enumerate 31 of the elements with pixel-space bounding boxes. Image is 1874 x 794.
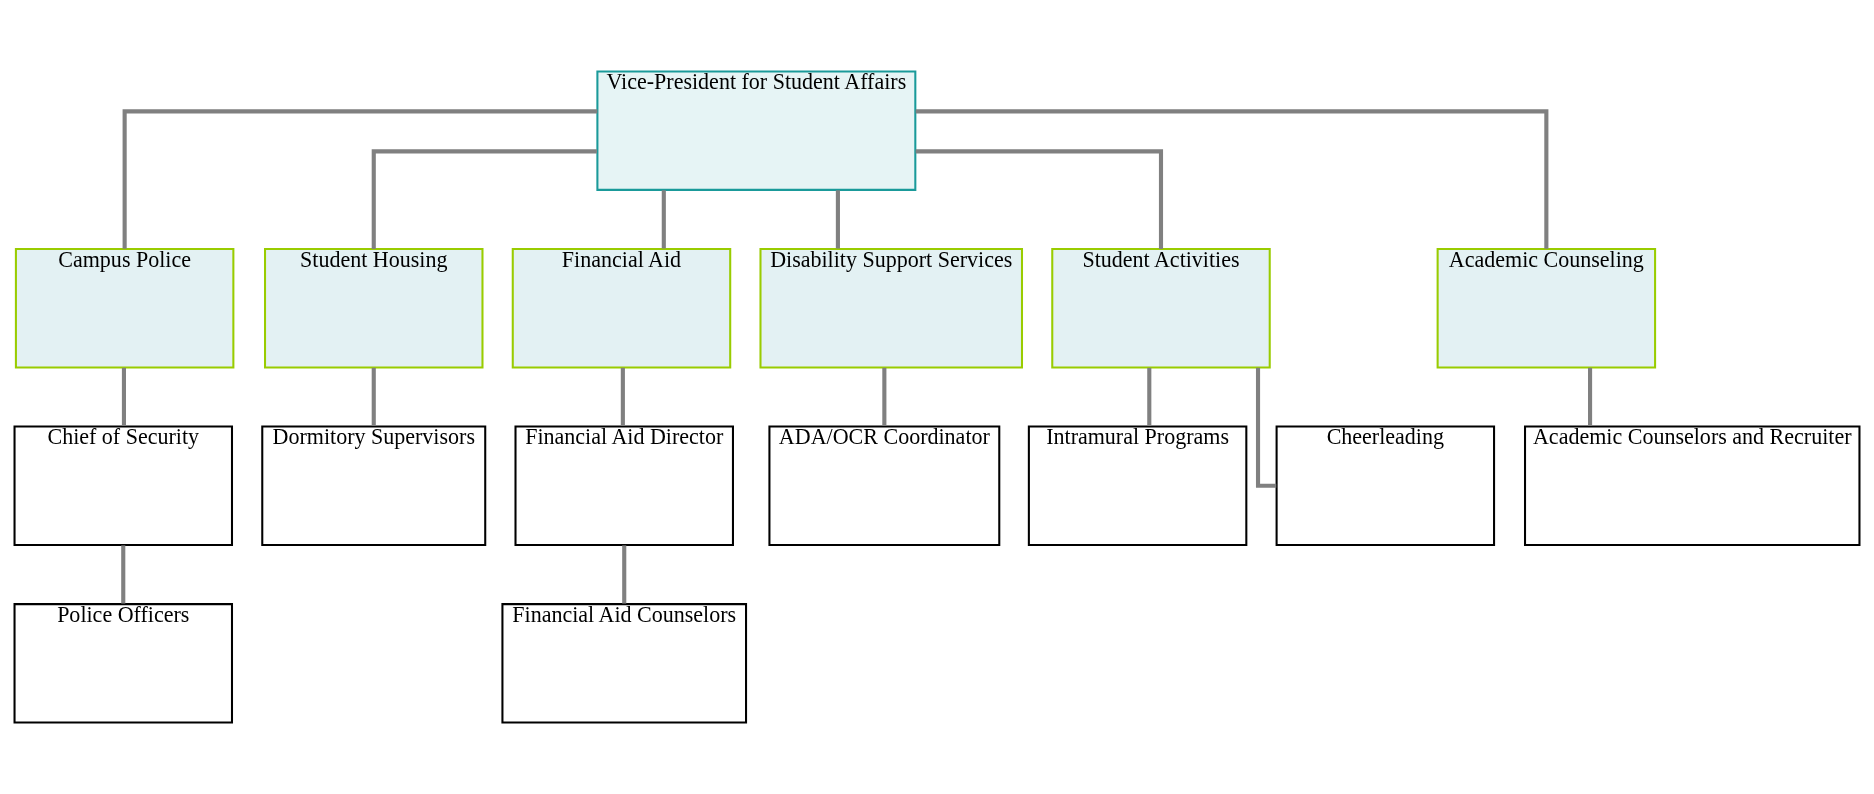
node-box: Disability Support Services	[759, 248, 1023, 369]
connector	[371, 367, 376, 426]
connector	[121, 545, 126, 604]
node-box: Police Officers	[13, 603, 233, 724]
connector	[622, 545, 627, 604]
node-box: Academic Counseling	[1436, 248, 1657, 369]
connector	[1588, 367, 1593, 426]
connector	[835, 190, 840, 249]
node-box: Student Housing	[264, 248, 484, 369]
node-box: Intramural Programs	[1027, 425, 1248, 546]
connector	[371, 149, 597, 249]
node-box: ADA/OCR Coordinator	[768, 425, 1001, 546]
connector	[1147, 367, 1152, 426]
node-box: Financial Aid Director	[514, 425, 734, 546]
node-box: Campus Police	[14, 248, 235, 369]
connector	[620, 367, 625, 426]
node-box: Academic Counselors and Recruiter	[1524, 425, 1861, 546]
connector	[122, 109, 598, 249]
connector	[661, 190, 666, 249]
node-box: Cheerleading	[1275, 425, 1496, 546]
node-box: Financial Aid	[511, 248, 732, 369]
connector	[882, 367, 887, 426]
connector	[1255, 367, 1277, 488]
node-box: Dormitory Supervisors	[261, 425, 487, 546]
connector	[915, 109, 1549, 249]
node-box: Student Activities	[1051, 248, 1271, 369]
connector	[121, 367, 126, 426]
connector	[915, 149, 1164, 249]
node-box: Financial Aid Counselors	[501, 603, 748, 724]
node-box: Chief of Security	[13, 425, 233, 546]
node-box: Vice-President for Student Affairs	[596, 70, 917, 191]
